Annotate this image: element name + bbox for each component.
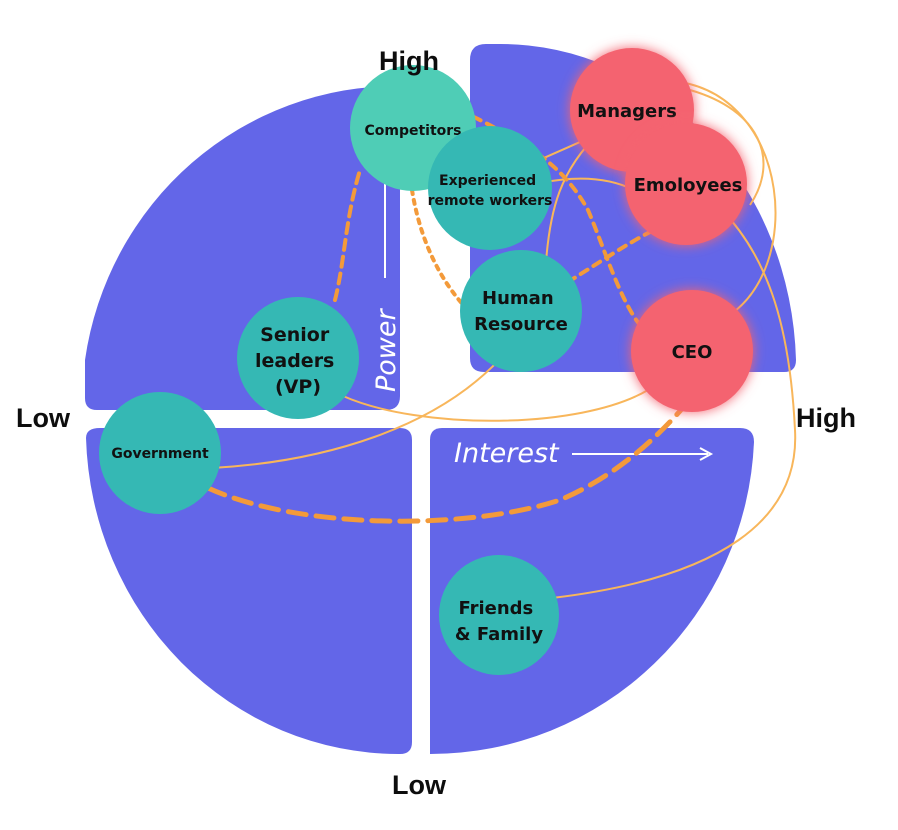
node-label-senior-leaders: Senior leaders (VP) bbox=[255, 324, 341, 398]
node-circle bbox=[428, 126, 552, 250]
dashed-competitors-hr bbox=[410, 188, 468, 310]
node-label-government: Government bbox=[111, 446, 209, 462]
axis-left-label: Low bbox=[16, 403, 71, 433]
node-government: Government bbox=[99, 392, 221, 514]
node-label-employees: Emoloyees bbox=[634, 175, 743, 196]
node-label-managers: Managers bbox=[577, 101, 677, 122]
interest-axis: Interest bbox=[454, 438, 714, 469]
connector-senior-ceo bbox=[342, 389, 649, 422]
node-friends-family: Friends & Family bbox=[439, 555, 559, 675]
dashed-senior-competitors bbox=[333, 168, 362, 302]
node-circle bbox=[460, 250, 582, 372]
node-label-ceo: CEO bbox=[672, 342, 713, 363]
dashed-hr-employees bbox=[566, 230, 652, 284]
node-employees: Emoloyees bbox=[625, 123, 747, 245]
node-experienced-remote-workers: Experienced remote workers bbox=[428, 126, 553, 250]
node-circle bbox=[625, 123, 747, 245]
node-label-remote-workers: Experienced remote workers bbox=[428, 173, 553, 209]
node-circle bbox=[237, 297, 359, 419]
power-axis-label: Power bbox=[371, 308, 402, 392]
node-label-friends-family: Friends & Family bbox=[455, 598, 543, 645]
node-senior-leaders: Senior leaders (VP) bbox=[237, 297, 359, 419]
axis-bottom-label: Low bbox=[392, 770, 447, 800]
connector-managers-right bbox=[689, 89, 765, 206]
node-circle bbox=[439, 555, 559, 675]
node-circle bbox=[99, 392, 221, 514]
connector-managers-ceo-outer bbox=[679, 81, 777, 319]
node-label-human-resource: Human Resource bbox=[474, 288, 568, 335]
node-circle bbox=[631, 290, 753, 412]
connector-friends-employees bbox=[551, 209, 797, 599]
node-label-competitors: Competitors bbox=[364, 123, 461, 139]
axis-top-label: High bbox=[379, 46, 439, 76]
node-human-resource: Human Resource bbox=[460, 250, 582, 372]
dashed-government-ceo bbox=[205, 399, 691, 524]
connector-government-hr bbox=[211, 349, 509, 469]
interest-axis-label: Interest bbox=[454, 438, 560, 469]
node-ceo: CEO bbox=[631, 290, 753, 412]
axis-right-label: High bbox=[796, 403, 856, 433]
